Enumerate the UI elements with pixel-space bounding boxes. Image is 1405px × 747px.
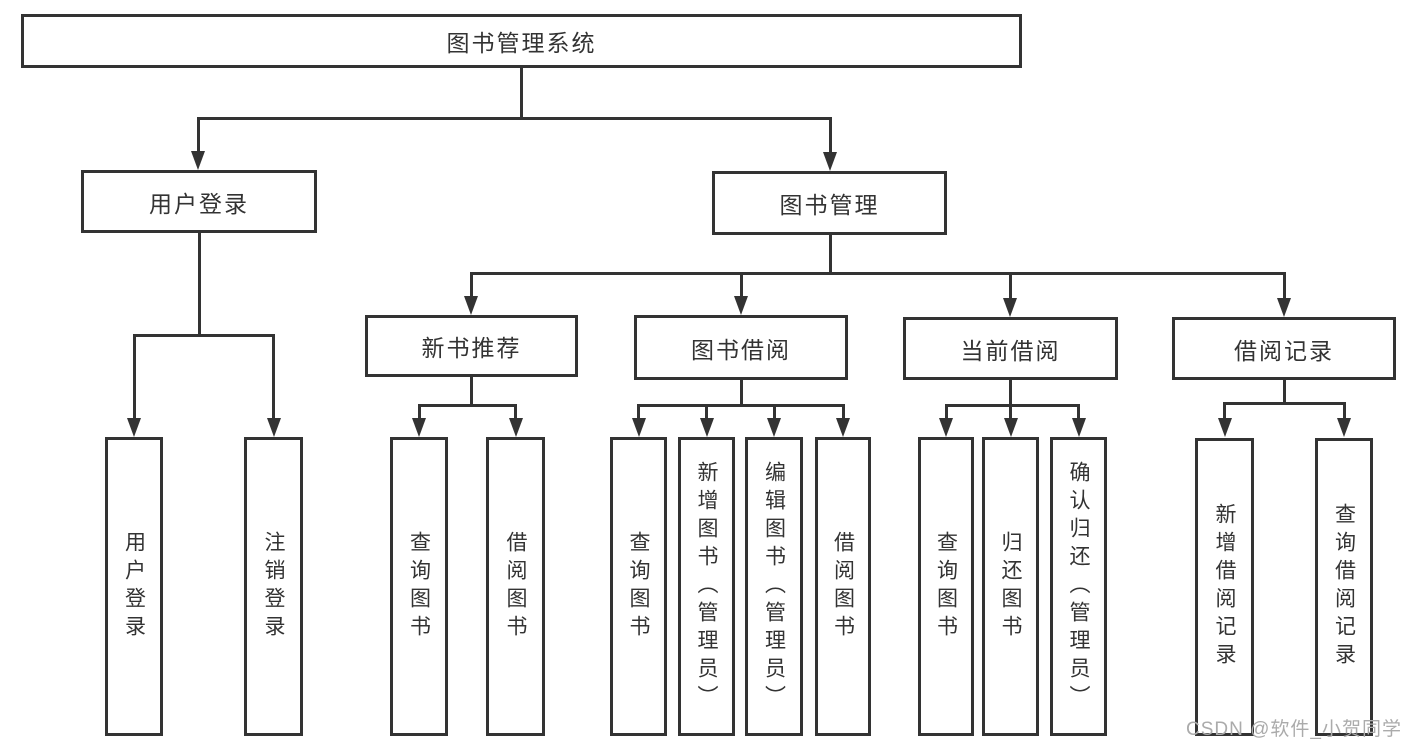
connector-line <box>1223 401 1346 405</box>
node-user-login: 用户登录 <box>81 170 317 233</box>
leaf-query-books-recommend: 查询图书 <box>390 437 448 736</box>
node-book-borrowing-label: 图书借阅 <box>691 336 791 363</box>
arrowhead-icon <box>1003 418 1018 437</box>
connector-line <box>520 68 523 118</box>
connector-line <box>1077 405 1080 423</box>
node-new-book-recommend-label: 新书推荐 <box>421 335 522 361</box>
arrowhead-icon <box>508 418 523 437</box>
connector-line <box>1282 273 1286 303</box>
connector-line <box>705 405 708 423</box>
leaf-edit-book-admin-label: 编辑图书（管理员） <box>762 460 786 713</box>
connector-line <box>417 405 421 423</box>
arrowhead-icon <box>1337 418 1351 437</box>
leaf-confirm-return-admin: 确认归还（管理员） <box>1050 437 1107 736</box>
leaf-add-borrow-record-label: 新增借阅记录 <box>1213 503 1236 671</box>
connector-line <box>1009 405 1012 423</box>
leaf-query-books-current-label: 查询图书 <box>934 530 958 643</box>
leaf-query-borrow-record: 查询借阅记录 <box>1315 438 1373 736</box>
connector-line <box>272 335 275 423</box>
connector-line <box>637 403 845 407</box>
leaf-query-books-recommend-label: 查询图书 <box>407 530 431 643</box>
node-book-borrowing: 图书借阅 <box>634 315 848 380</box>
connector-line <box>469 273 473 301</box>
arrowhead-icon <box>734 296 748 315</box>
leaf-add-book-admin-label: 新增图书（管理员） <box>695 460 718 713</box>
leaf-return-book: 归还图书 <box>982 437 1039 736</box>
arrowhead-icon <box>767 418 781 437</box>
leaf-query-books-borrowing-label: 查询图书 <box>627 530 650 643</box>
connector-line <box>841 405 845 423</box>
connector-line <box>944 403 1080 407</box>
node-library-system: 图书管理系统 <box>21 14 1022 68</box>
arrowhead-icon <box>266 418 281 437</box>
leaf-borrow-books-borrowing: 借阅图书 <box>815 437 871 736</box>
connector-line <box>1223 403 1226 423</box>
connector-line <box>196 116 832 120</box>
arrowhead-icon <box>127 418 141 437</box>
connector-line <box>772 405 776 423</box>
connector-line <box>944 405 948 423</box>
arrowhead-icon <box>1277 298 1291 317</box>
arrowhead-icon <box>836 418 850 437</box>
arrowhead-icon <box>1003 298 1017 317</box>
connector-line <box>739 273 743 301</box>
connector-line <box>1008 273 1012 303</box>
node-current-borrowing: 当前借阅 <box>903 317 1118 380</box>
node-borrowing-records-label: 借阅记录 <box>1234 337 1334 364</box>
leaf-user-login: 用户登录 <box>105 437 163 736</box>
leaf-query-books-current: 查询图书 <box>918 437 974 736</box>
leaf-query-borrow-record-label: 查询借阅记录 <box>1332 503 1356 671</box>
connector-line <box>1342 403 1346 423</box>
arrowhead-icon <box>1217 418 1232 437</box>
arrowhead-icon <box>1071 418 1086 437</box>
node-new-book-recommend: 新书推荐 <box>365 315 578 377</box>
leaf-confirm-return-admin-label: 确认归还（管理员） <box>1067 460 1090 713</box>
connector-line <box>828 235 832 273</box>
leaf-return-book-label: 归还图书 <box>999 530 1022 643</box>
node-borrowing-records: 借阅记录 <box>1172 317 1396 380</box>
connector-line <box>637 405 640 423</box>
arrowhead-icon <box>464 296 478 315</box>
connector-line <box>828 118 832 157</box>
leaf-user-login-label: 用户登录 <box>122 530 146 643</box>
leaf-logout-label: 注销登录 <box>262 530 285 643</box>
leaf-add-borrow-record: 新增借阅记录 <box>1195 438 1254 736</box>
node-user-login-label: 用户登录 <box>149 190 249 217</box>
csdn-watermark: CSDN @软件_小贺同学 <box>1186 719 1402 740</box>
leaf-logout: 注销登录 <box>244 437 303 736</box>
connector-line <box>1008 380 1012 405</box>
connector-line <box>739 380 743 405</box>
connector-line <box>514 405 517 423</box>
leaf-borrow-books-recommend-label: 借阅图书 <box>504 530 527 643</box>
arrowhead-icon <box>631 418 646 437</box>
connector-line <box>469 377 473 405</box>
node-library-system-label: 图书管理系统 <box>446 30 597 56</box>
connector-line <box>132 333 275 337</box>
leaf-add-book-admin: 新增图书（管理员） <box>678 437 735 736</box>
leaf-query-books-borrowing: 查询图书 <box>610 437 667 736</box>
connector-line <box>417 403 517 407</box>
arrowhead-icon <box>939 418 953 437</box>
node-book-management-label: 图书管理 <box>779 192 880 218</box>
connector-line <box>197 233 201 335</box>
arrowhead-icon <box>823 152 837 171</box>
connector-line <box>132 335 136 423</box>
connector-line <box>1282 380 1286 403</box>
arrowhead-icon <box>699 418 714 437</box>
leaf-borrow-books-recommend: 借阅图书 <box>486 437 545 736</box>
connector-line <box>196 118 200 156</box>
leaf-edit-book-admin: 编辑图书（管理员） <box>745 437 803 736</box>
node-book-management: 图书管理 <box>712 171 947 235</box>
arrowhead-icon <box>191 151 205 170</box>
arrowhead-icon <box>412 418 426 437</box>
node-current-borrowing-label: 当前借阅 <box>960 337 1061 364</box>
connector-line <box>469 271 1286 275</box>
leaf-borrow-books-borrowing-label: 借阅图书 <box>831 530 855 643</box>
